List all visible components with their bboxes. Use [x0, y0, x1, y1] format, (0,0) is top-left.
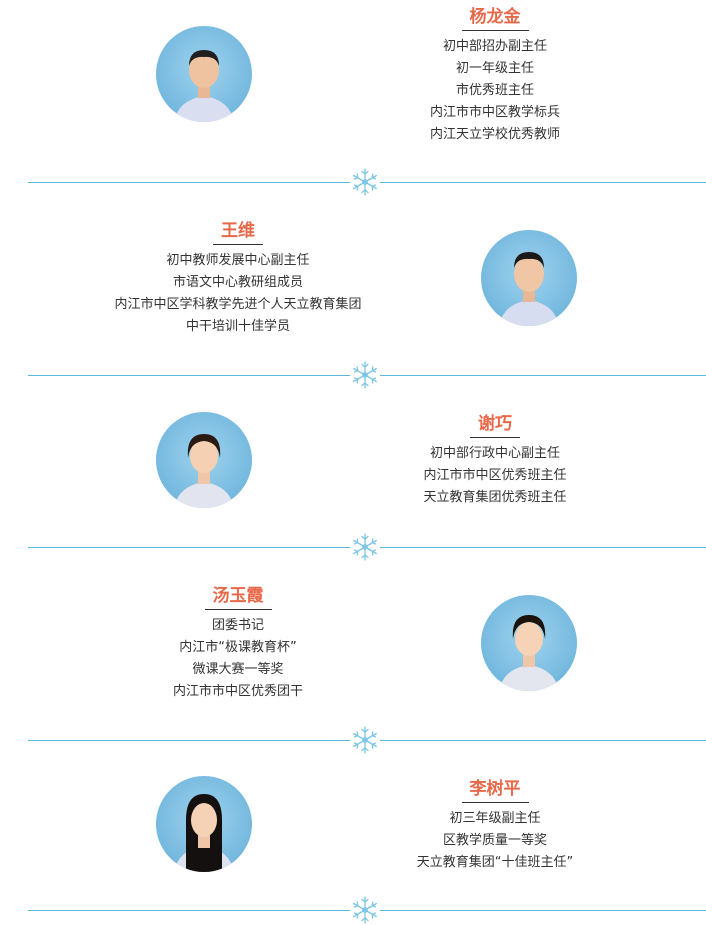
title-line: 初中部行政中心副主任: [429, 446, 560, 461]
snowflake-icon: [350, 895, 380, 925]
avatar: [156, 26, 252, 122]
title-line: 内江市中区学科教学先进个人天立教育集团: [114, 297, 362, 312]
profile-card-4: 汤玉霞 团委书记 内江市“极课教育杯” 微课大赛一等奖 内江市市中区优秀团干: [0, 565, 706, 735]
person-name: 谢巧: [470, 413, 520, 438]
snowflake-divider: [28, 725, 706, 755]
title-line: 市语文中心教研组成员: [172, 275, 303, 290]
title-line: 初中教师发展中心副主任: [166, 253, 310, 268]
title-line: 内江市市中区教学标兵: [429, 105, 560, 120]
snowflake-icon: [350, 532, 380, 562]
title-line: 微课大赛一等奖: [192, 662, 284, 677]
title-line: 内江天立学校优秀教师: [429, 127, 560, 142]
snowflake-icon: [350, 167, 380, 197]
title-line: 中干培训十佳学员: [185, 319, 290, 334]
avatar: [156, 412, 252, 508]
snowflake-divider: [28, 360, 706, 390]
avatar: [156, 776, 252, 872]
snowflake-divider: [28, 895, 706, 925]
person-name: 李树平: [461, 778, 529, 803]
profile-card-2: 王维 初中教师发展中心副主任 市语文中心教研组成员 内江市中区学科教学先进个人天…: [0, 200, 706, 370]
person-name: 王维: [213, 220, 263, 245]
title-line: 初一年级主任: [455, 61, 534, 76]
title-line: 市优秀班主任: [455, 83, 534, 98]
avatar: [481, 230, 577, 326]
person-name: 汤玉霞: [204, 585, 272, 610]
title-line: 内江市“极课教育杯”: [179, 640, 297, 655]
title-line: 内江市市中区优秀班主任: [423, 468, 567, 483]
title-line: 团委书记: [211, 618, 264, 633]
avatar: [481, 595, 577, 691]
title-line: 天立教育集团优秀班主任: [423, 490, 567, 505]
snowflake-icon: [350, 360, 380, 390]
profile-card-1: 杨龙金 初中部招办副主任 初一年级主任 市优秀班主任 内江市市中区教学标兵 内江…: [0, 0, 706, 180]
title-line: 天立教育集团“十佳班主任”: [416, 855, 574, 870]
title-line: 初中部招办副主任: [442, 39, 547, 54]
profile-info: 王维 初中教师发展中心副主任 市语文中心教研组成员 内江市中区学科教学先进个人天…: [88, 220, 388, 338]
profile-info: 汤玉霞 团委书记 内江市“极课教育杯” 微课大赛一等奖 内江市市中区优秀团干: [148, 585, 328, 703]
profile-info: 李树平 初三年级副主任 区教学质量一等奖 天立教育集团“十佳班主任”: [390, 778, 600, 874]
title-line: 内江市市中区优秀团干: [172, 684, 303, 699]
profile-card-3: 谢巧 初中部行政中心副主任 内江市市中区优秀班主任 天立教育集团优秀班主任: [0, 395, 706, 545]
snowflake-icon: [350, 725, 380, 755]
profile-card-5: 李树平 初三年级副主任 区教学质量一等奖 天立教育集团“十佳班主任”: [0, 758, 706, 898]
snowflake-divider: [28, 167, 706, 197]
profile-info: 杨龙金 初中部招办副主任 初一年级主任 市优秀班主任 内江市市中区教学标兵 内江…: [410, 6, 580, 146]
person-name: 杨龙金: [461, 6, 529, 31]
title-line: 区教学质量一等奖: [442, 833, 547, 848]
title-line: 初三年级副主任: [449, 811, 541, 826]
profile-info: 谢巧 初中部行政中心副主任 内江市市中区优秀班主任 天立教育集团优秀班主任: [400, 413, 590, 509]
snowflake-divider: [28, 532, 706, 562]
